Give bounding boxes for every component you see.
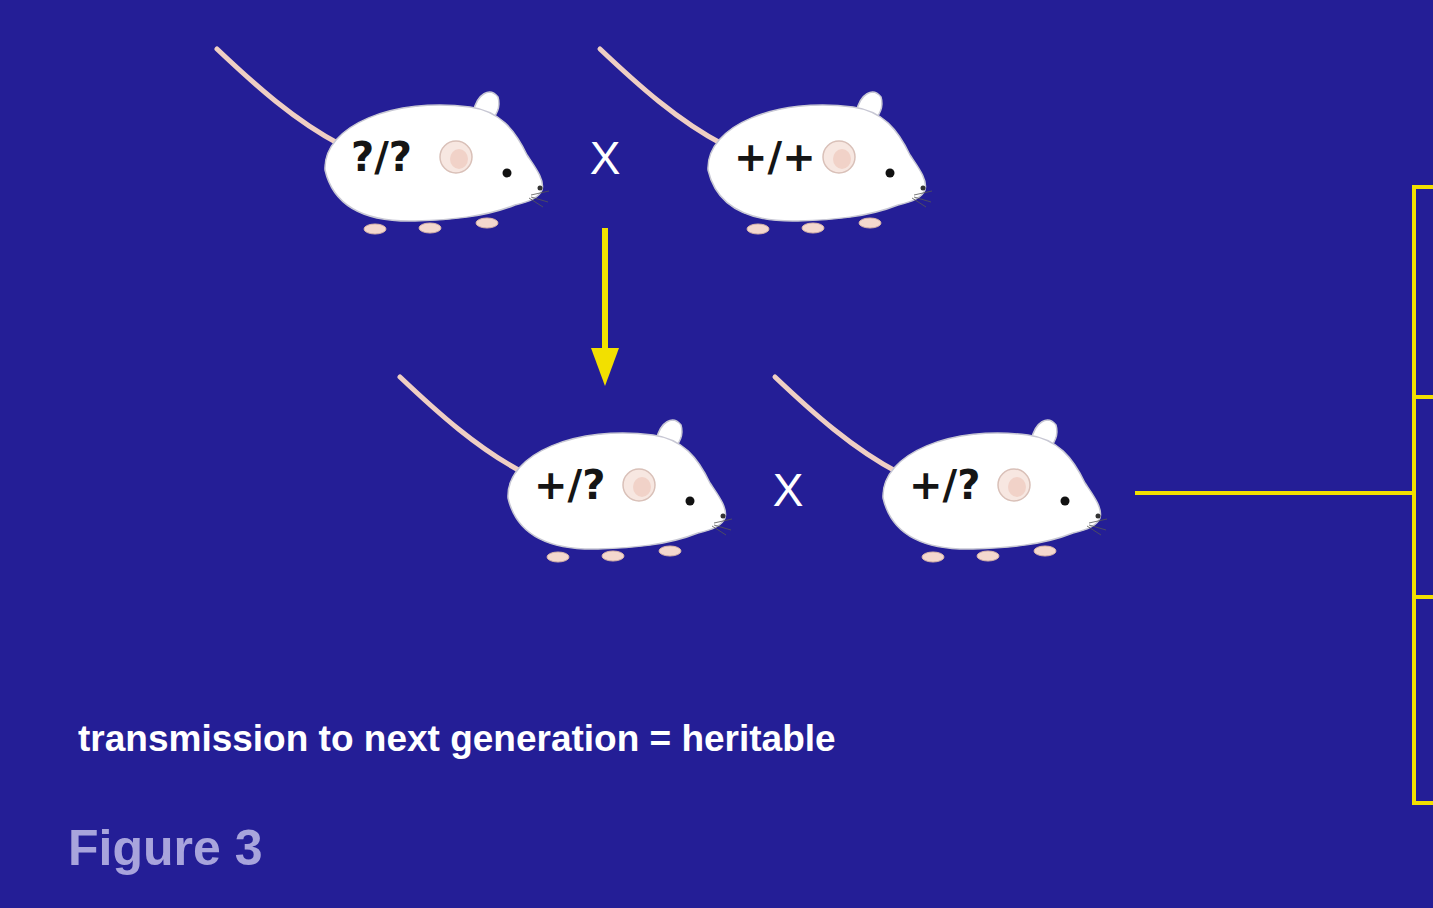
mouse-foot bbox=[1034, 546, 1056, 556]
mouse-ear-inner bbox=[833, 149, 851, 169]
bracket-divider bbox=[1414, 395, 1433, 399]
mouse-nose bbox=[721, 514, 726, 519]
genotype-label: +/? bbox=[534, 465, 605, 505]
figure-caption: Figure 3 bbox=[68, 823, 262, 873]
bracket-frame bbox=[1414, 187, 1433, 803]
arrow-head bbox=[591, 348, 619, 386]
mouse-eye bbox=[503, 169, 512, 178]
cross-symbol: X bbox=[773, 467, 804, 513]
note-text: transmission to next generation = herita… bbox=[78, 720, 836, 757]
mouse-node: +/? bbox=[773, 373, 1103, 568]
mouse-foot bbox=[364, 224, 386, 234]
mouse-tail bbox=[400, 377, 524, 473]
arrow-shaft bbox=[602, 228, 608, 352]
mouse-tail bbox=[600, 49, 724, 145]
mouse-ear bbox=[998, 469, 1030, 501]
mouse-tail bbox=[775, 377, 899, 473]
mouse-ear-inner bbox=[633, 477, 651, 497]
mouse-ear-inner bbox=[1008, 477, 1026, 497]
mouse-nose bbox=[1096, 514, 1101, 519]
mouse-whisker bbox=[712, 526, 726, 535]
mouse-nose bbox=[538, 186, 543, 191]
bracket-divider bbox=[1414, 595, 1433, 599]
mouse-whisker bbox=[914, 191, 932, 195]
mouse-nose bbox=[921, 186, 926, 191]
mouse-eye bbox=[1061, 497, 1070, 506]
mouse-node: +/? bbox=[398, 373, 728, 568]
mouse-foot bbox=[659, 546, 681, 556]
mouse-eye bbox=[686, 497, 695, 506]
mouse-ear bbox=[440, 141, 472, 173]
mouse-whisker bbox=[912, 198, 926, 207]
mouse-ear bbox=[823, 141, 855, 173]
mouse-tail bbox=[217, 49, 341, 145]
mouse-foot bbox=[977, 551, 999, 561]
mouse-foot bbox=[802, 223, 824, 233]
mouse-body bbox=[508, 433, 726, 549]
genotype-label: +/? bbox=[909, 465, 980, 505]
mouse-foot bbox=[922, 552, 944, 562]
mouse-body bbox=[325, 105, 543, 221]
mouse-whisker bbox=[1089, 519, 1107, 523]
mouse-body bbox=[708, 105, 926, 221]
mouse-eye bbox=[886, 169, 895, 178]
cross-arrow bbox=[591, 228, 619, 386]
mouse-whisker bbox=[1087, 526, 1101, 535]
mouse-foot bbox=[476, 218, 498, 228]
mouse-node: ?/? bbox=[215, 45, 545, 240]
mouse-foot bbox=[859, 218, 881, 228]
mouse-node: +/+ bbox=[598, 45, 928, 240]
mouse-body bbox=[883, 433, 1101, 549]
mouse-whisker bbox=[529, 198, 543, 207]
mouse-foot bbox=[547, 552, 569, 562]
mouse-foot bbox=[419, 223, 441, 233]
mouse-foot bbox=[602, 551, 624, 561]
cross-symbol: X bbox=[590, 135, 621, 181]
mouse-whisker bbox=[531, 191, 549, 195]
mouse-foot bbox=[747, 224, 769, 234]
mouse-ear bbox=[623, 469, 655, 501]
genotype-label: +/+ bbox=[734, 137, 816, 177]
genotype-label: ?/? bbox=[351, 137, 412, 177]
mouse-ear-inner bbox=[450, 149, 468, 169]
offspring-line bbox=[1135, 491, 1414, 495]
offspring-bracket bbox=[1414, 187, 1433, 803]
mouse-whisker bbox=[714, 519, 732, 523]
